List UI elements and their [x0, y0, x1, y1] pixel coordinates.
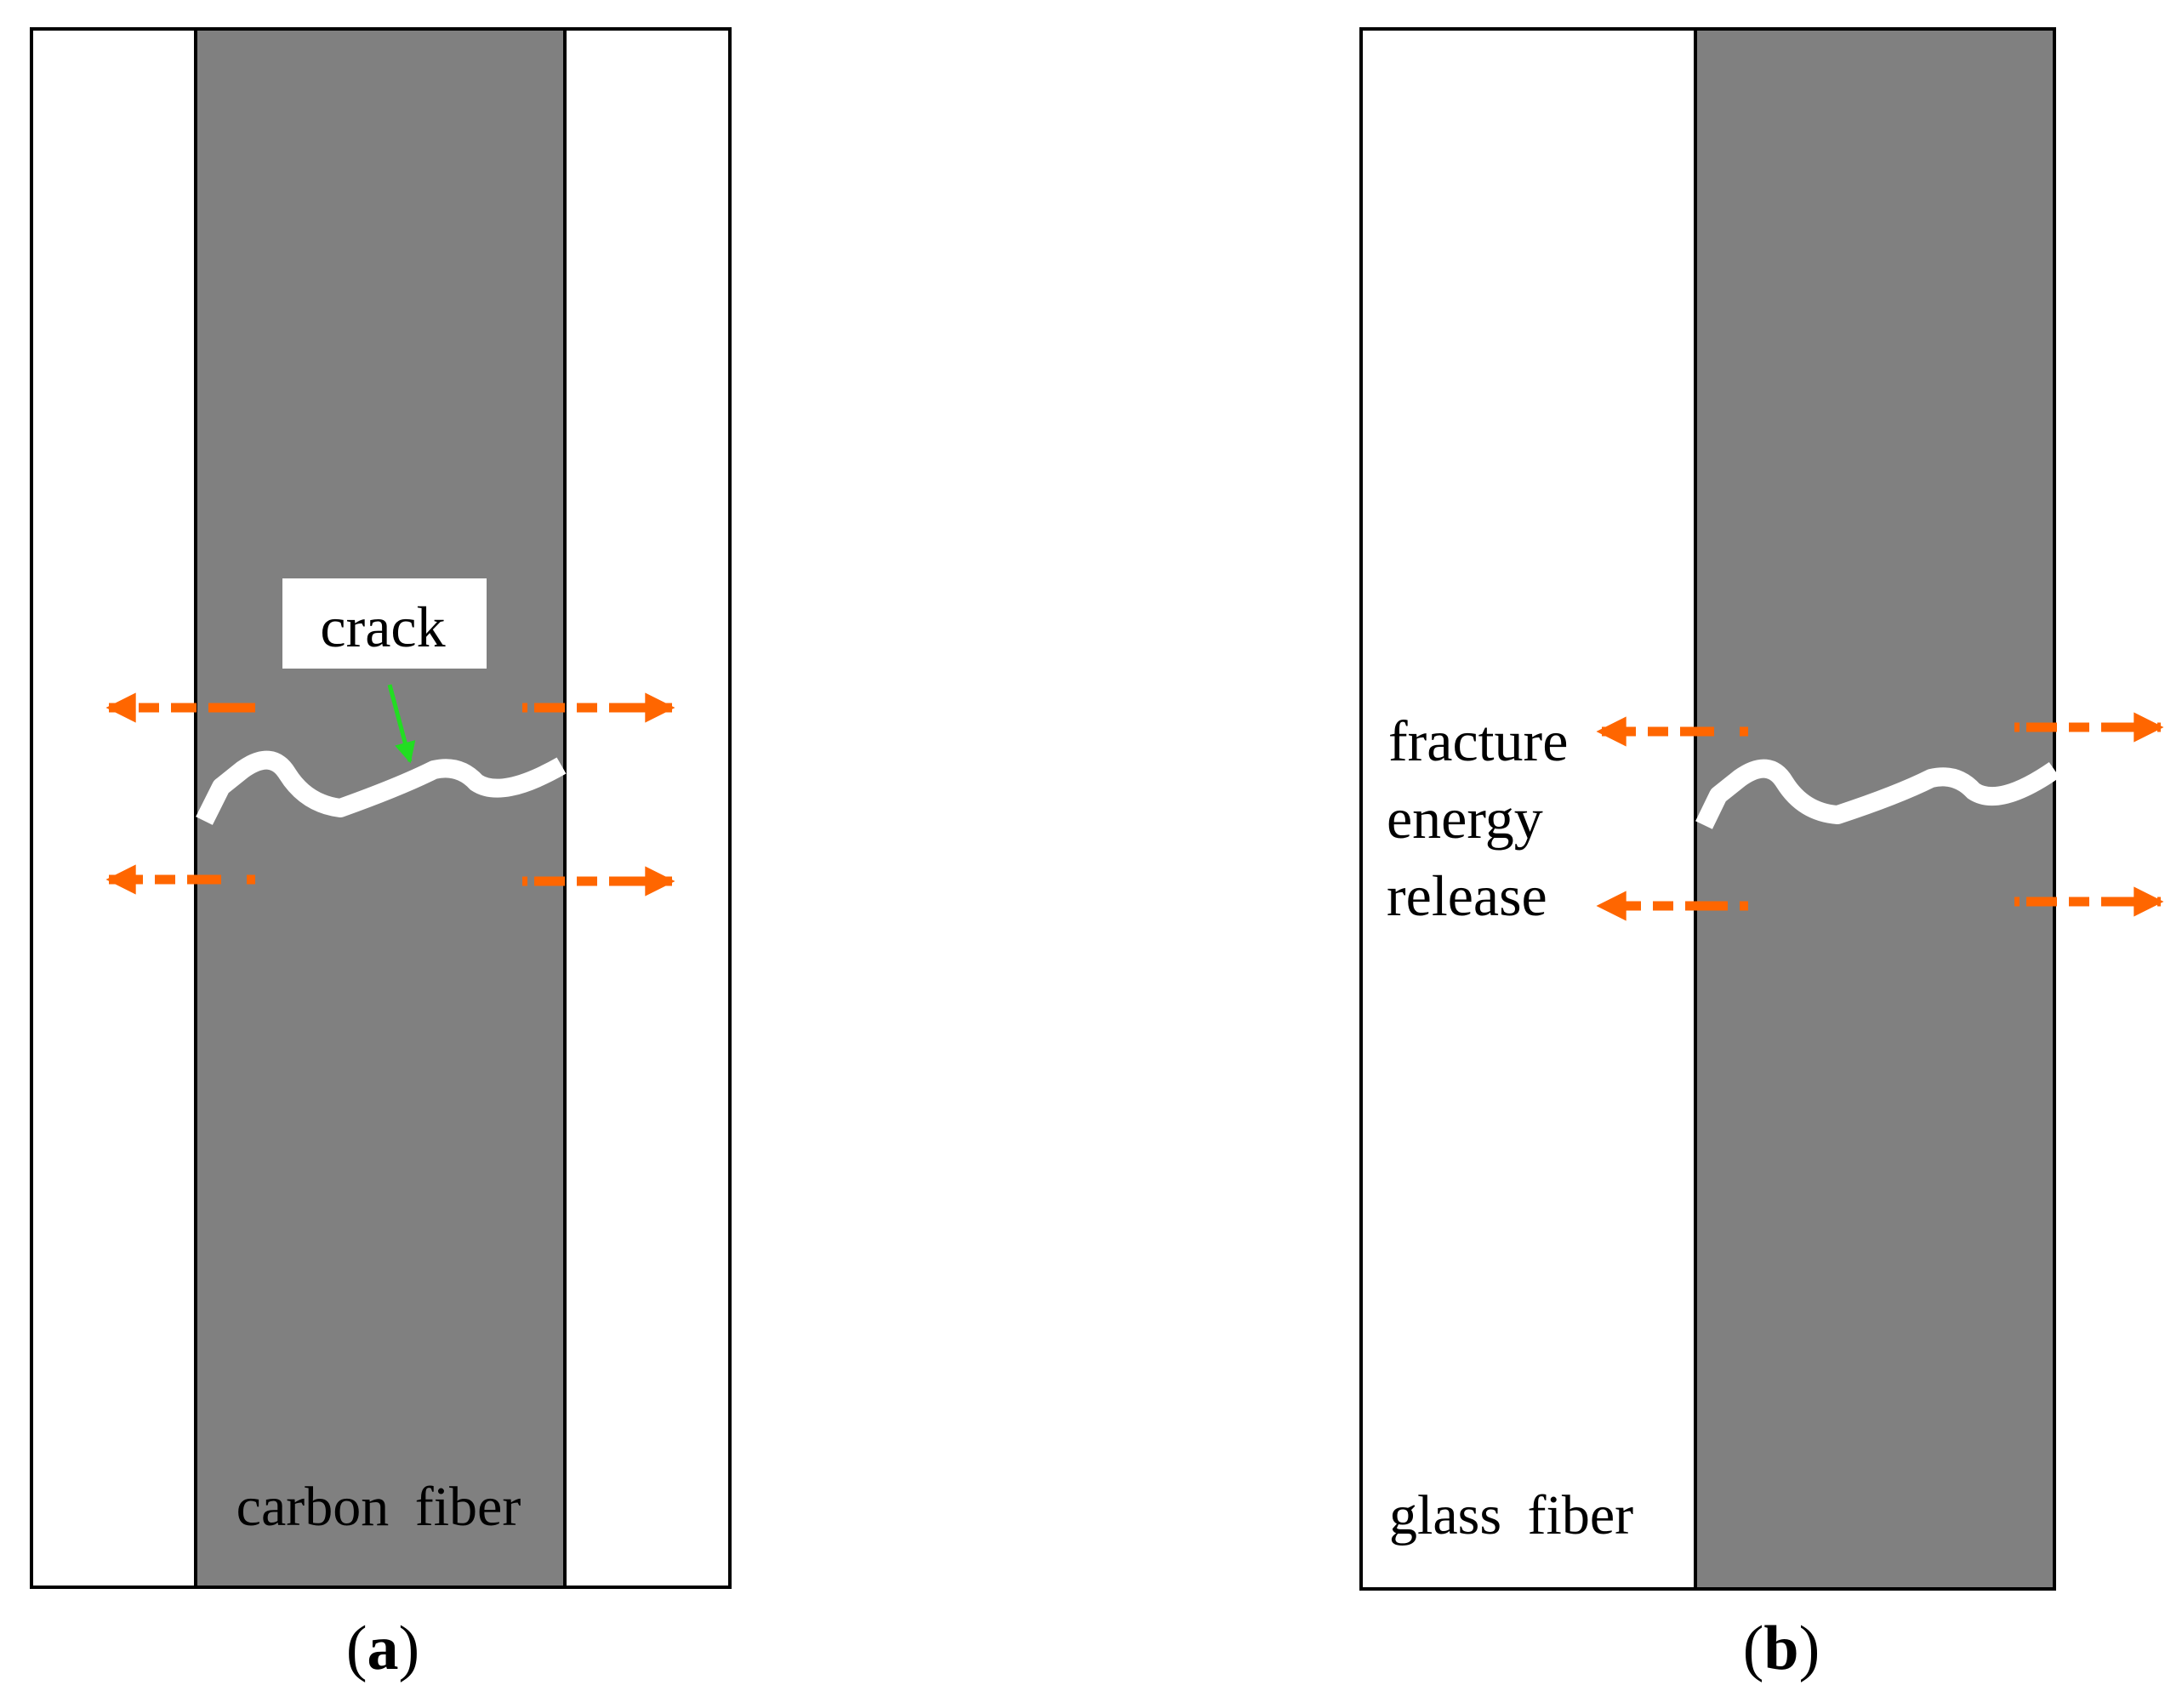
- panel-a-caption-letter: a: [367, 1614, 399, 1683]
- panel-a-caption: (a): [346, 1614, 419, 1683]
- panel-a-left-arrows: [105, 692, 255, 895]
- panel-a-fiber-label: carbon fiber: [236, 1476, 521, 1538]
- panel-b-fiber-label: glass fiber: [1389, 1484, 1633, 1546]
- panel-a-caption-open: (: [346, 1614, 367, 1683]
- panel-b-caption-close: ): [1799, 1614, 1820, 1683]
- panel-a-crack-pointer: [387, 684, 416, 764]
- panel-b-caption-open: (: [1743, 1614, 1764, 1683]
- panel-a-right-arrows: [522, 692, 675, 897]
- panel-a-crack-label: crack: [320, 595, 445, 659]
- panel-a-crack: [196, 750, 567, 825]
- panel-b-energy-label-line1: fracture: [1388, 709, 1568, 773]
- panel-a: crack carbon fiber (a): [30, 27, 732, 1683]
- panel-b-caption-letter: b: [1763, 1614, 1798, 1683]
- panel-a-crack-label-box: [282, 578, 487, 669]
- panel-b-caption: (b): [1743, 1614, 1820, 1683]
- panel-b-crack: [1695, 759, 2060, 829]
- panel-a-caption-close: ): [399, 1614, 420, 1683]
- panel-b-right-arrows: [2014, 712, 2164, 917]
- panel-b: fracture energy release glass fiber (b): [1359, 27, 2164, 1683]
- panel-b-energy-label-line3: release: [1387, 863, 1547, 928]
- panel-b-left-arrows: [1596, 716, 1748, 921]
- panel-a-carbon-fiber-band: [194, 27, 567, 1589]
- panel-b-energy-label: fracture energy release: [1387, 709, 1568, 928]
- panel-b-energy-label-line2: energy: [1387, 786, 1543, 851]
